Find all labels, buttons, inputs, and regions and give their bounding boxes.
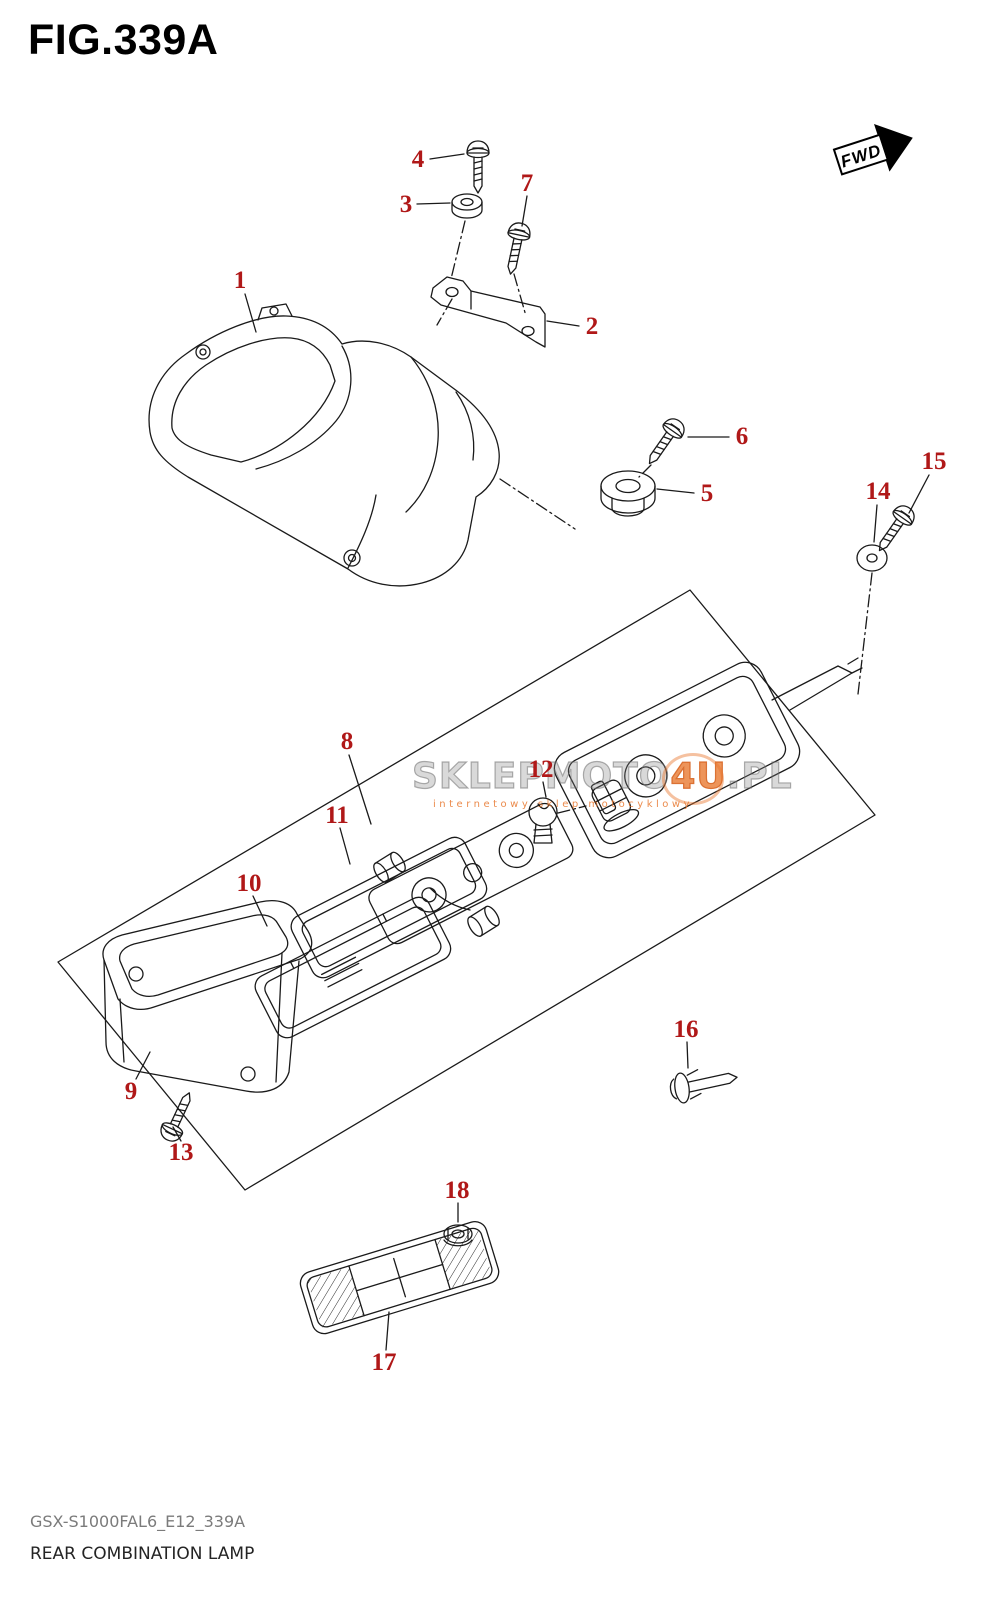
part-3-grommet: [451, 193, 483, 219]
callout-9: 9: [124, 1078, 138, 1105]
callout-16: 16: [673, 1016, 699, 1043]
watermark: SKLEPMOTO4U.PL: [411, 755, 793, 797]
callout-5: 5: [700, 480, 714, 507]
part-10-inner-lens: [254, 896, 452, 1039]
watermark-subtitle: internetowy sklep motocyklowy: [433, 799, 693, 810]
callout-4: 4: [411, 146, 425, 173]
callout-18: 18: [444, 1177, 470, 1204]
callout-6: 6: [735, 423, 749, 450]
footer-model-code: GSX-S1000FAL6_E12_339A: [30, 1512, 246, 1531]
callout-10: 10: [236, 870, 262, 897]
callout-17: 17: [371, 1349, 397, 1376]
callout-11: 11: [325, 802, 349, 829]
callout-14: 14: [865, 478, 891, 505]
watermark-left: SKLEPMOTO: [411, 755, 671, 797]
figure-title: FIG.339A: [28, 16, 219, 64]
callout-3: 3: [399, 191, 413, 218]
construction-lines: [436, 220, 873, 814]
callout-13: 13: [168, 1139, 194, 1166]
watermark-accent: 4U: [670, 755, 727, 797]
footer-figure-title: REAR COMBINATION LAMP: [30, 1544, 255, 1564]
part-9-lens: [102, 899, 313, 1093]
callout-7: 7: [520, 170, 534, 197]
part-1-housing: [148, 303, 500, 587]
callout-12: 12: [528, 756, 554, 783]
callout-2: 2: [585, 313, 599, 340]
part-18-nut: [443, 1224, 473, 1247]
part-16-clip: [669, 1069, 738, 1104]
callout-8: 8: [340, 728, 354, 755]
callout-15: 15: [921, 448, 947, 475]
part-14-washer: [856, 544, 888, 572]
part-5-cushion: [600, 470, 656, 517]
part-17-reflector: [299, 1220, 500, 1335]
assembly-frame: [57, 589, 876, 1191]
part-2-bracket: [430, 276, 546, 348]
leader-lines: [135, 153, 930, 1351]
watermark-right: .PL: [726, 755, 793, 797]
callout-1: 1: [233, 267, 247, 294]
part-12-bulb: [528, 779, 640, 844]
